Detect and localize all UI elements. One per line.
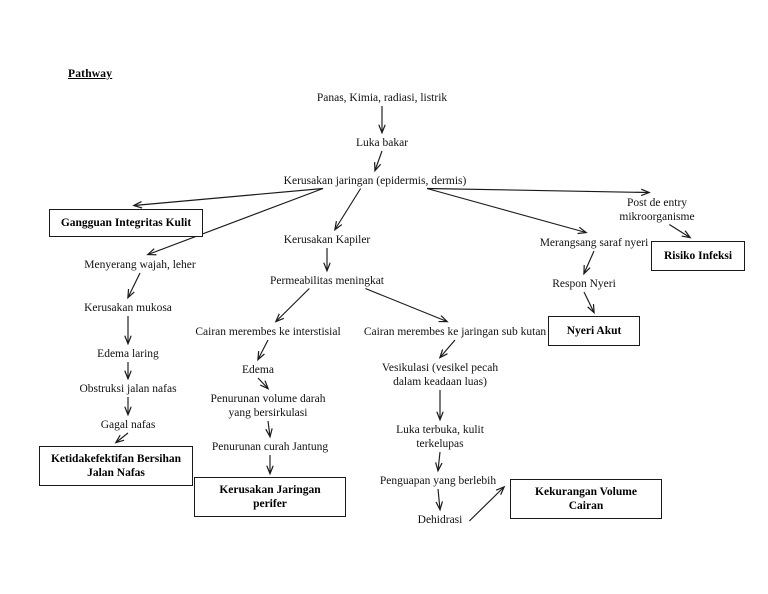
node-post-de-entry: Post de entry mikroorganisme [619, 197, 695, 223]
box-kerusakan-jaringan-perifer: Kerusakan Jaringan perifer [194, 477, 346, 517]
node-kerusakan-mukosa: Kerusakan mukosa [84, 302, 172, 314]
node-obstruksi: Obstruksi jalan nafas [79, 383, 177, 395]
edge-e-edema-penurunanvol [257, 377, 268, 389]
edge-e-luka-penguapan [438, 451, 440, 471]
node-penguapan: Penguapan yang berlebih [379, 475, 497, 487]
box-kekurangan-volume-cairan: Kekurangan Volume Cairan [510, 479, 662, 519]
edge-e-post-risiko [668, 224, 690, 238]
edge-e-kerusakan-gangguan [134, 187, 324, 206]
node-gagal-nafas: Gagal nafas [100, 419, 156, 431]
node-kerusakan-jaringan: Kerusakan jaringan (epidermis, dermis) [283, 175, 467, 187]
edge-e-kerusakan-kapiler [335, 188, 362, 230]
edge-e-saraf-respon [584, 250, 595, 274]
node-luka-bakar: Luka bakar [355, 137, 409, 149]
node-menyerang-wajah: Menyerang wajah, leher [84, 259, 196, 271]
edge-e-kerusakan-saraf [426, 187, 586, 233]
edge-e-kerusakan-post [426, 187, 649, 193]
edge-e-gagal-ketidak [116, 432, 129, 443]
node-trigger: Panas, Kimia, radiasi, listrik [316, 92, 448, 104]
edge-e-perm-subkutan [365, 287, 447, 322]
edge-e-subkutan-vesikulasi [440, 339, 456, 358]
edge-e-penguapan-dehidrasi [438, 488, 440, 510]
node-vesikulasi: Vesikulasi (vesikel pecah dalam keadaan … [381, 362, 499, 388]
edge-e-interstisial-edema [258, 339, 269, 360]
node-permeabilitas: Permeabilitas meningkat [269, 275, 385, 287]
node-dehidrasi: Dehidrasi [417, 514, 463, 526]
node-edema: Edema [242, 364, 274, 376]
page-title: Pathway [68, 68, 113, 80]
node-luka-terbuka: Luka terbuka, kulit terkelupas [396, 424, 484, 450]
node-penurunan-volume: Penurunan volume darah yang bersirkulasi [210, 393, 326, 419]
box-nyeri-akut: Nyeri Akut [548, 316, 640, 346]
node-merangsang-saraf: Merangsang saraf nyeri [539, 237, 649, 249]
node-kerusakan-kapiler: Kerusakan Kapiler [283, 234, 371, 246]
node-edema-laring: Edema laring [97, 348, 159, 360]
box-gangguan-integritas-kulit: Gangguan Integritas Kulit [49, 209, 203, 237]
node-cairan-subkutan: Cairan merembes ke jaringan sub kutan [363, 326, 547, 338]
edge-e-respon-nyeri [583, 291, 594, 313]
edge-e-penvol-curah [268, 420, 270, 437]
edge-e-perm-interstisial [276, 288, 310, 322]
node-cairan-interstisial: Cairan merembes ke interstisial [195, 326, 341, 338]
node-penurunan-curah: Penurunan curah Jantung [211, 441, 329, 453]
edge-e-dehidrasi-kekurangan [468, 487, 504, 522]
edge-e-menyerang-mukosa [128, 272, 141, 298]
edge-e-luka-kerusakan [375, 150, 383, 171]
box-risiko-infeksi: Risiko Infeksi [651, 241, 745, 271]
node-respon-nyeri: Respon Nyeri [552, 278, 616, 290]
box-ketidakefektifan-bersihan: Ketidakefektifan Bersihan Jalan Nafas [39, 446, 193, 486]
